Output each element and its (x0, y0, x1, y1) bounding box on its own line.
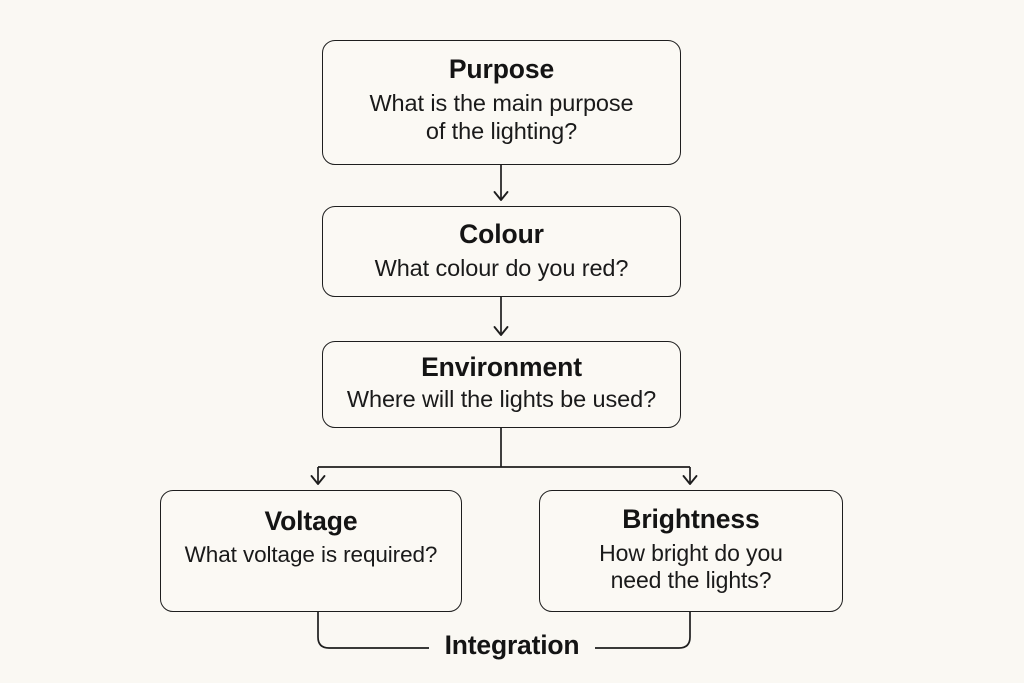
node-colour-title: Colour (459, 219, 544, 249)
node-purpose-description-line1: What is the main purpose (369, 90, 634, 117)
node-voltage[interactable]: Voltage What voltage is required? (160, 490, 462, 612)
node-brightness[interactable]: Brightness How bright do you need the li… (539, 490, 843, 612)
arrowhead-colour (493, 191, 509, 201)
node-voltage-description: What voltage is required? (184, 542, 438, 568)
node-brightness-description: How bright do you need the lights? (599, 540, 783, 594)
node-purpose[interactable]: Purpose What is the main purpose of the … (322, 40, 681, 165)
node-colour-description: What colour do you red? (374, 255, 629, 282)
node-environment[interactable]: Environment Where will the lights be use… (322, 341, 681, 428)
integration-label-wrap: Integration (0, 630, 1024, 661)
node-environment-title: Environment (421, 352, 582, 382)
arrowhead-voltage (310, 475, 326, 485)
node-purpose-title: Purpose (448, 54, 555, 84)
arrowhead-environment (493, 326, 509, 336)
node-purpose-description: What is the main purpose of the lighting… (369, 90, 633, 145)
integration-label: Integration (428, 630, 596, 661)
node-purpose-description-line2: of the lighting? (425, 117, 578, 144)
node-voltage-title: Voltage (264, 506, 358, 536)
node-brightness-title: Brightness (622, 504, 760, 534)
node-colour[interactable]: Colour What colour do you red? (322, 206, 681, 297)
arrowhead-brightness (682, 475, 698, 485)
node-environment-description: Where will the lights be used? (346, 386, 657, 413)
node-brightness-description-line2: need the lights? (610, 567, 772, 594)
node-brightness-description-line1: How bright do you (599, 540, 783, 567)
